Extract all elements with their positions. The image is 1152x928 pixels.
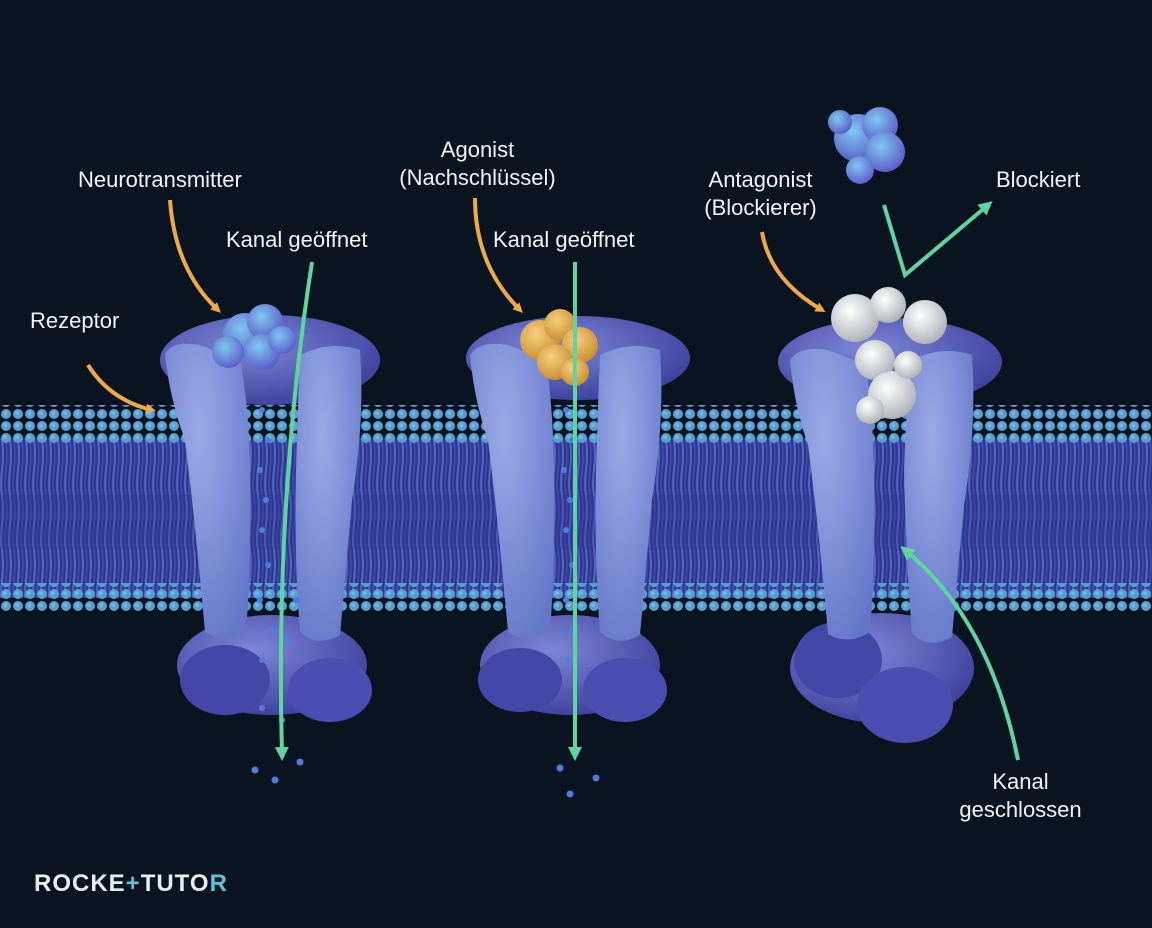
neurotransmitter-molecule: [212, 304, 296, 370]
receptor-1: [160, 304, 380, 784]
receptor-3-left-subunit: [790, 348, 875, 640]
receptor-1-left-subunit: [165, 343, 251, 639]
blocked-arrow: [882, 201, 993, 279]
ion-stream-2: [556, 407, 600, 798]
rezeptor-arrow: [86, 363, 156, 414]
orange-arrows: [86, 197, 826, 414]
kanal-geschlossen-label: Kanal geschlossen: [959, 769, 1082, 822]
kanal-geoeffnet-label-1: Kanal geöffnet: [226, 227, 368, 252]
brand-logo: ROCKE+TUTOR: [34, 870, 228, 897]
neurotransmitter-label: Neurotransmitter: [78, 167, 242, 192]
rezeptor-label: Rezeptor: [30, 308, 120, 333]
antagonist-molecule: [831, 287, 947, 424]
antagonist-label: Antagonist (Blockierer): [704, 167, 817, 220]
receptor-3: [778, 287, 1002, 743]
kanal-geoeffnet-label-2: Kanal geöffnet: [493, 227, 635, 252]
channel-open-arrow-1: [274, 261, 314, 761]
receptor-2-left-subunit: [470, 343, 555, 639]
agonist-label: Agonist (Nachschlüssel): [399, 137, 556, 190]
green-arrows: [274, 201, 1020, 761]
blockiert-label: Blockiert: [996, 167, 1081, 192]
ion-stream-1: [251, 407, 304, 784]
receptor-3-right-subunit: [904, 351, 974, 643]
channel-closed-arrow: [900, 546, 1020, 761]
antagonist-arrow: [760, 231, 826, 312]
receptor-2-right-subunit: [595, 346, 662, 641]
neurotransmitter-arrow: [168, 199, 221, 313]
receptor-1-right-subunit: [295, 346, 362, 641]
agonist-arrow: [473, 197, 523, 313]
receptor-2: [466, 309, 690, 798]
free-neurotransmitter-molecule: [828, 107, 905, 184]
